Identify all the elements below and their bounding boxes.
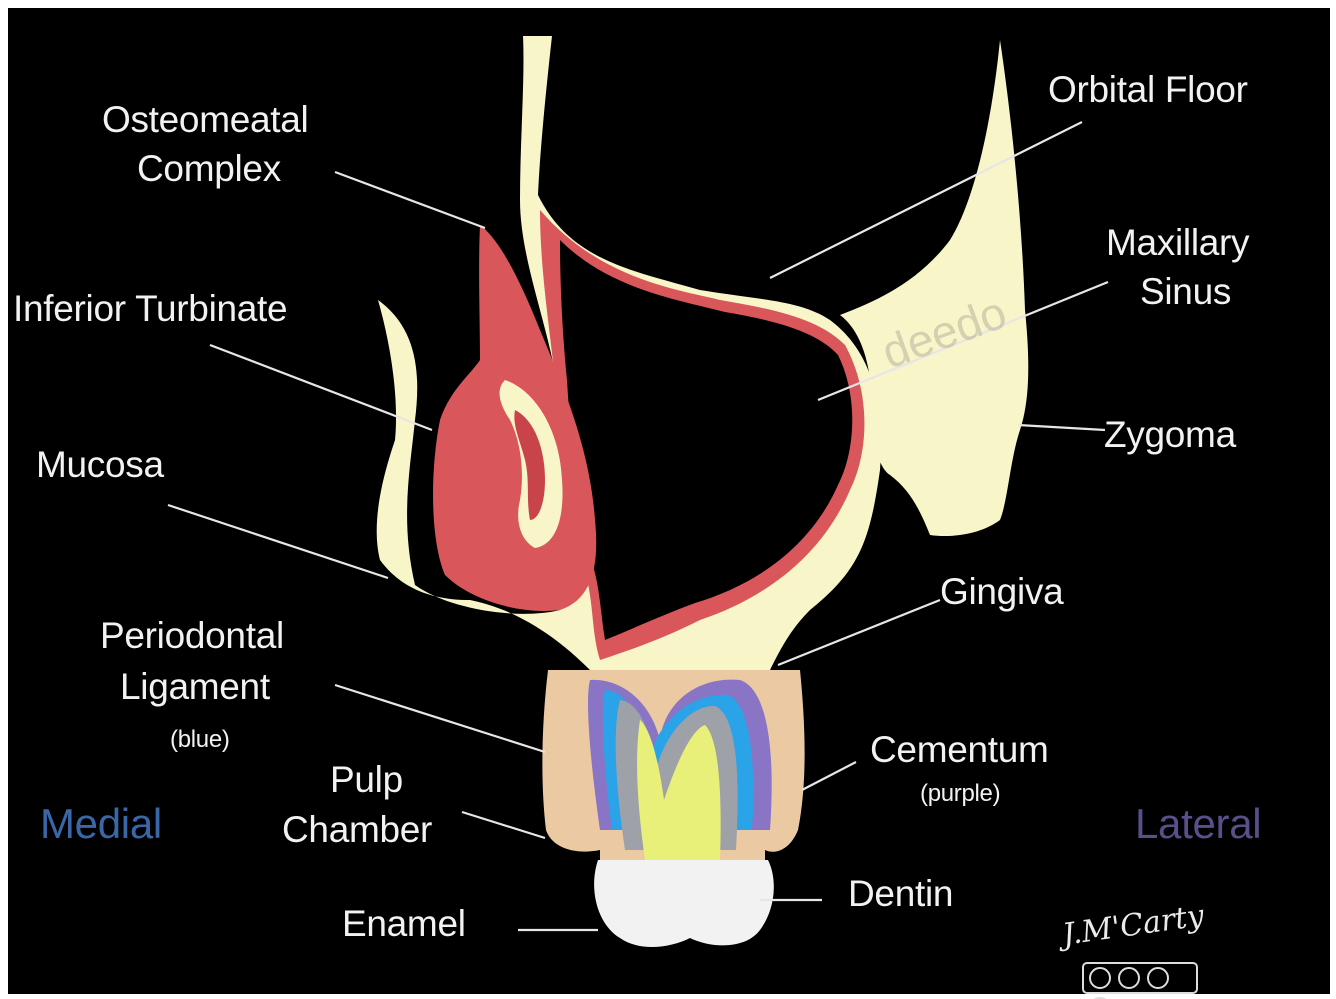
label-mucosa: Mucosa: [36, 443, 164, 487]
label-pulp-line1: Pulp: [330, 758, 403, 802]
label-maxillary-line1: Maxillary: [1106, 221, 1249, 265]
label-cementum-note: (purple): [920, 780, 1000, 808]
label-lateral: Lateral: [1135, 800, 1261, 848]
by-icon: [1118, 967, 1140, 989]
tooth-enamel: [594, 860, 774, 947]
label-osteomeatal-line1: Osteomeatal: [102, 98, 308, 142]
leader-zygoma: [1018, 425, 1105, 430]
label-periodontal-line1: Periodontal: [100, 614, 284, 658]
label-enamel: Enamel: [342, 902, 466, 946]
label-inferior-turbinate: Inferior Turbinate: [13, 287, 287, 331]
nc-icon: [1147, 967, 1169, 989]
leader-periodontal: [335, 685, 545, 752]
label-pulp-line2: Chamber: [282, 808, 432, 852]
label-orbital-floor: Orbital Floor: [1048, 68, 1248, 112]
leader-pulp: [462, 812, 545, 838]
leader-cementum: [802, 762, 856, 790]
label-osteomeatal-line2: Complex: [137, 147, 281, 191]
creative-commons-badge: [1082, 962, 1198, 994]
label-maxillary-line2: Sinus: [1140, 270, 1231, 314]
label-zygoma: Zygoma: [1104, 413, 1236, 457]
label-cementum: Cementum: [870, 728, 1049, 772]
label-dentin: Dentin: [848, 872, 953, 916]
label-gingiva: Gingiva: [940, 570, 1063, 614]
cc-icon: [1089, 967, 1111, 989]
label-periodontal-note: (blue): [170, 726, 230, 754]
leader-osteomeatal: [335, 172, 485, 228]
leader-orbital-floor: [770, 122, 1082, 278]
label-medial: Medial: [40, 800, 162, 848]
label-periodontal-line2: Ligament: [120, 665, 270, 709]
leader-mucosa: [168, 505, 388, 578]
